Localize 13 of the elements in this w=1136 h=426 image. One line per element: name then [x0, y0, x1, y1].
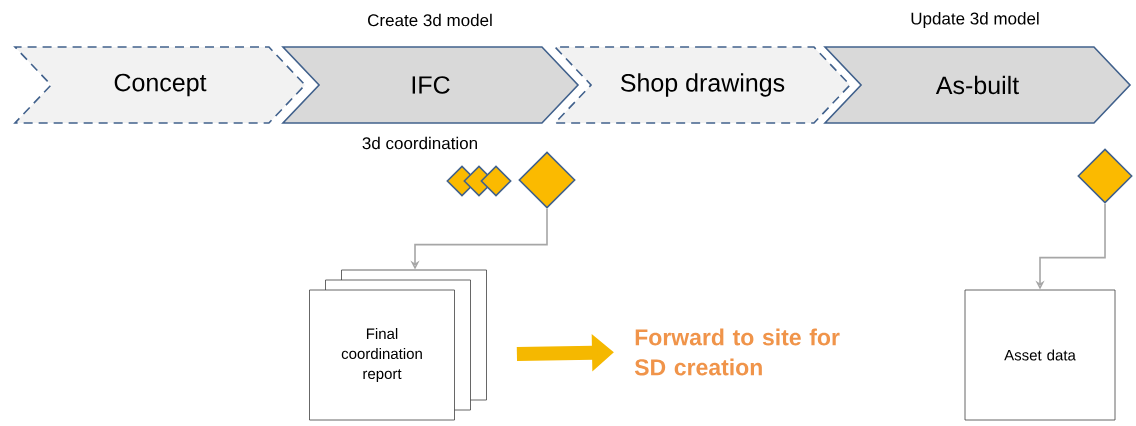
phase-caption: 3d coordination	[362, 136, 477, 150]
milestone-diamond	[1077, 148, 1133, 204]
phase-caption: Update 3d model	[911, 12, 1039, 28]
process-step: Concept	[13, 46, 307, 124]
phase-caption: Create 3d model	[368, 13, 492, 27]
milestone-diamond	[518, 151, 576, 209]
document-stack: Final coordination report	[309, 269, 487, 421]
process-step: As-built	[823, 46, 1132, 124]
document-box: Asset data	[964, 289, 1116, 421]
process-step: Shop drawings	[553, 46, 852, 124]
callout-text: Forward to site for SD creation	[634, 328, 840, 376]
stacked-diamonds-icon	[446, 165, 512, 197]
process-step: IFC	[281, 46, 580, 124]
